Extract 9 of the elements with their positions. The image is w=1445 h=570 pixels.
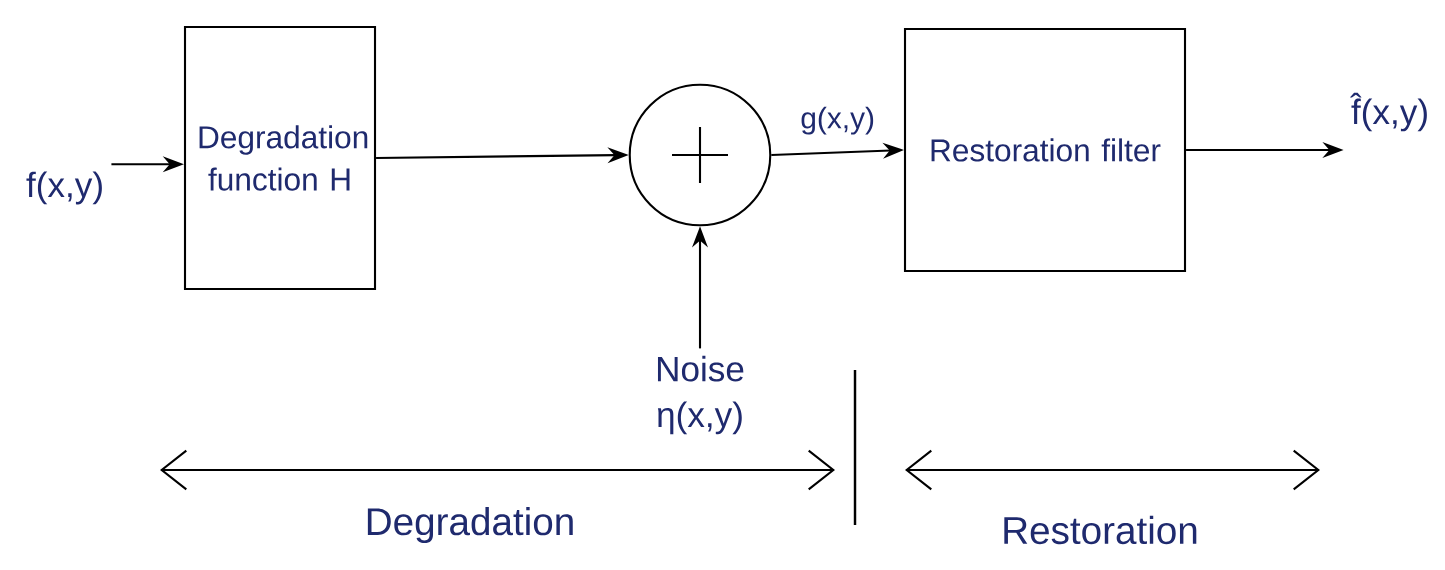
process-box: Restoration filter <box>903 27 1187 273</box>
section-label: Restoration <box>1004 515 1197 545</box>
output-label: f̂(x,y) <box>1350 92 1427 132</box>
section-label: Degradation <box>367 506 573 543</box>
summing-junction <box>628 83 772 227</box>
input-label: f(x,y) <box>26 171 102 205</box>
process-box: Degradation function H <box>183 25 377 291</box>
edge-label: g(x,y) <box>796 103 879 139</box>
noise-label: Noise η(x,y) <box>657 355 744 435</box>
